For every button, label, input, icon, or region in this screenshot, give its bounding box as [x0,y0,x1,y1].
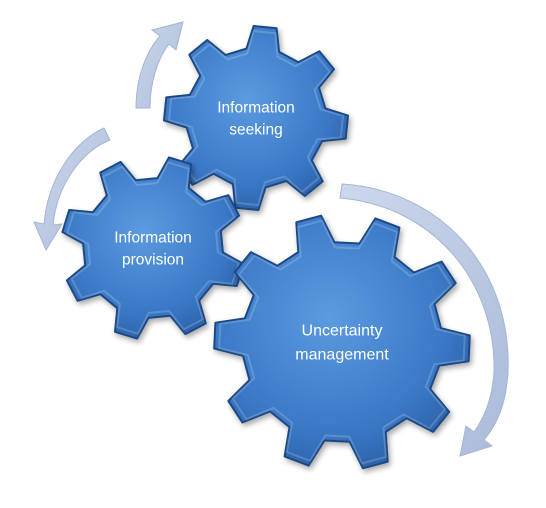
gear-seeking-bevel [167,29,345,207]
gear-seeking-shape [163,25,349,211]
gear-provision: Information provision [61,156,245,340]
gear-seeking-label-line-2: seeking [229,121,282,138]
gear-uncertainty-label-line-1: Uncertainty [302,323,383,340]
arrow-left [33,127,111,252]
gear-uncertainty-bevel [218,219,466,465]
gear-provision-label-line-2: provision [122,251,184,268]
gear-seeking: Information seeking [163,25,349,211]
arrow-top [135,21,184,109]
cycle-arrows [33,21,509,457]
gear-provision-label-line-1: Information [114,229,192,246]
gear-uncertainty-shape [213,214,471,470]
gear-provision-shape [61,156,245,340]
arrow-right [339,183,509,457]
gears-layer: InformationseekingInformationprovisionUn… [61,25,471,470]
gear-seeking-label-line-1: Information [217,99,295,116]
gear-uncertainty: Uncertainty management [213,214,471,470]
gear-uncertainty-label-line-2: management [295,347,389,364]
gear-provision-bevel [66,161,240,335]
